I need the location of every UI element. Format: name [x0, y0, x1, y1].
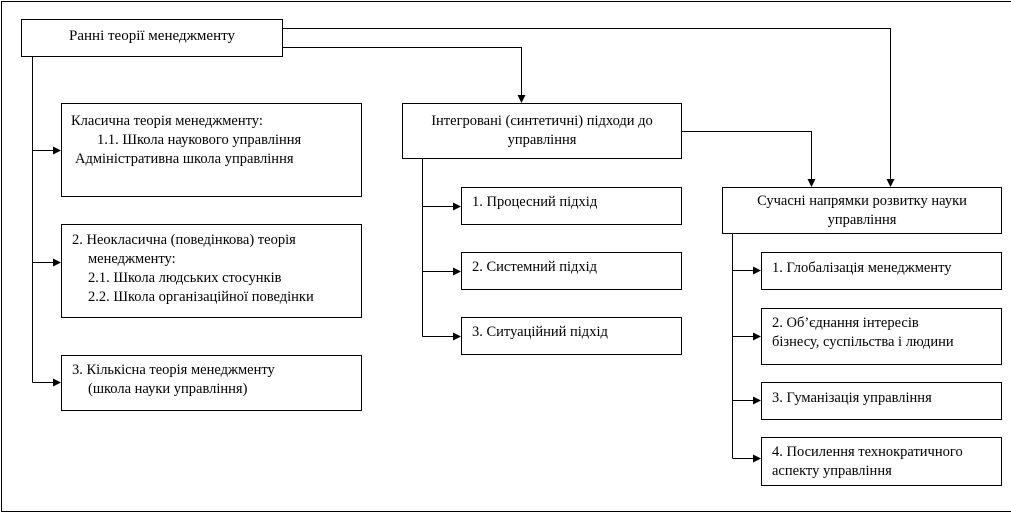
- integrated-box: Інтегровані (синтетичні) підходи до упра…: [402, 103, 682, 159]
- quantitative-title: 3. Кількісна теорія менеджменту: [72, 362, 275, 378]
- classical-sub-2: Адміністративна школа управління: [75, 151, 294, 167]
- modern-box: Сучасні напрямки розвитку науки управлін…: [722, 187, 1002, 234]
- classical-title: Класична теорія менеджменту:: [71, 113, 263, 129]
- situational-label: 3. Ситуаційний підхід: [472, 324, 608, 340]
- integrated-title-cont: управління: [507, 132, 577, 148]
- modern-item-technocratic: 4. Посилення технократичного аспекту упр…: [761, 437, 1002, 486]
- process-label: 1. Процесний підхід: [472, 194, 598, 210]
- neoclassical-sub-1: 2.1. Школа людських стосунків: [88, 270, 282, 286]
- technocratic-label: 4. Посилення технократичного: [772, 444, 963, 460]
- neoclassical-title: 2. Неокласична (поведінкова) теорія: [72, 232, 296, 248]
- neoclassical-sub-2: 2.2. Школа організаційної поведінки: [88, 289, 314, 305]
- arrow-root-to-integrated: [282, 47, 526, 103]
- modern-item-humanization: 3. Гуманізація управління: [761, 382, 1002, 420]
- root-box: Ранні теорії менеджменту: [21, 19, 283, 57]
- integrated-item-system: 2. Системний підхід: [461, 252, 682, 290]
- neoclassical-title-cont: менеджменту:: [88, 251, 176, 267]
- modern-item-interests: 2. Об’єднання інтересів бізнесу, суспіль…: [761, 308, 1002, 365]
- interests-label-cont: бізнесу, суспільства і людини: [772, 334, 954, 350]
- system-label: 2. Системний підхід: [472, 259, 598, 275]
- integrated-title: Інтегровані (синтетичні) підходи до: [431, 113, 653, 129]
- humanization-label: 3. Гуманізація управління: [772, 390, 932, 406]
- arrow-integrated-to-modern: [681, 131, 816, 187]
- modern-title-cont: управління: [827, 212, 897, 228]
- modern-item-globalization: 1. Глобалізація менеджменту: [761, 252, 1002, 290]
- arrow-root-to-modern: [282, 28, 895, 187]
- integrated-item-process: 1. Процесний підхід: [461, 187, 682, 225]
- classical-sub-1: 1.1. Школа наукового управління: [97, 132, 302, 148]
- quantitative-sub: (школа науки управління): [88, 381, 248, 397]
- early-quantitative-box: 3. Кількісна теорія менеджменту (школа н…: [61, 355, 362, 411]
- technocratic-label-cont: аспекту управління: [772, 463, 892, 479]
- early-neoclassical-box: 2. Неокласична (поведінкова) теорія мене…: [61, 224, 362, 318]
- integrated-item-situational: 3. Ситуаційний підхід: [461, 317, 682, 355]
- globalization-label: 1. Глобалізація менеджменту: [772, 260, 952, 276]
- early-classical-box: Класична теорія менеджменту: 1.1. Школа …: [61, 103, 362, 197]
- modern-title: Сучасні напрямки розвитку науки: [757, 193, 967, 209]
- root-label: Ранні теорії менеджменту: [69, 28, 235, 44]
- interests-label: 2. Об’єднання інтересів: [772, 315, 919, 331]
